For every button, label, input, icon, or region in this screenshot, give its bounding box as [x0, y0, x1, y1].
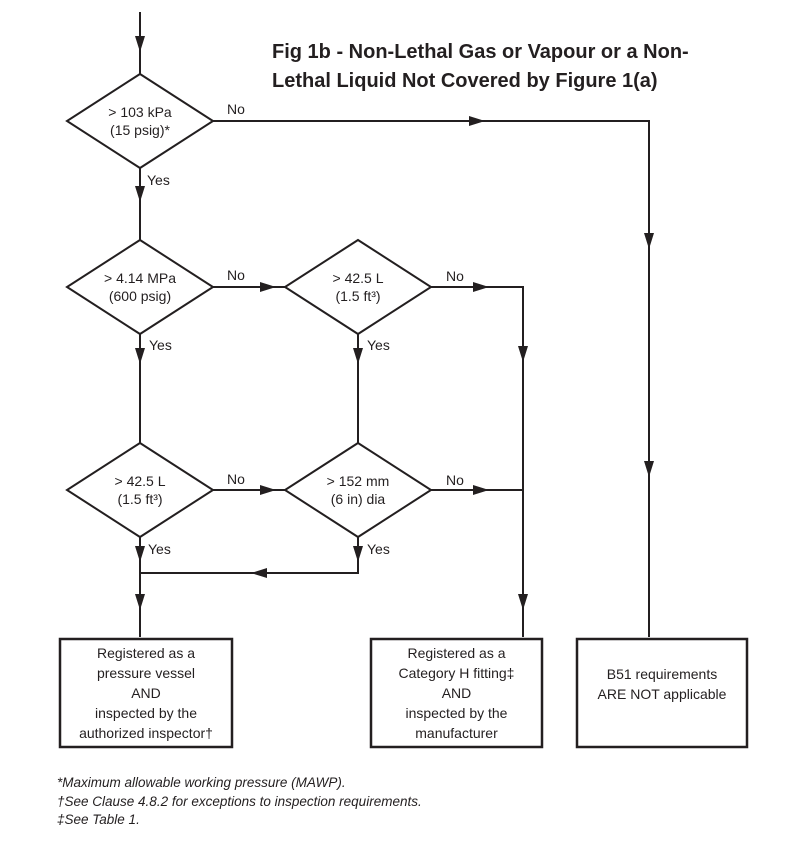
diamond-label-diameter-152-mm: > 152 mm (6 in) dia: [326, 473, 390, 507]
label-no-d3: No: [446, 268, 464, 284]
arrowhead-d3-no-h: [473, 282, 489, 292]
arrowhead-entry: [135, 36, 145, 52]
diamond-volume-425-l-lower: [65, 441, 215, 539]
outcome-shapes: [58, 637, 749, 749]
arrowhead-d2-no: [260, 282, 276, 292]
diamond-pressure-103-kpa: [65, 72, 215, 170]
arrowhead-d3-no-v1: [518, 346, 528, 362]
connector-d5-yes: [141, 537, 359, 574]
diamond-label-volume-425-l-upper: > 42.5 L (1.5 ft³): [332, 270, 384, 304]
arrowhead-to-box1: [135, 594, 145, 610]
connector-d3-no: [431, 286, 524, 637]
diamond-diameter-152-mm: [283, 441, 433, 539]
figure-title: Fig 1b - Non-Lethal Gas or Vapour or a N…: [272, 41, 689, 92]
label-no-d2: No: [227, 267, 245, 283]
diamond-label-pressure-414-mpa: > 4.14 MPa (600 psig): [104, 270, 176, 304]
footnote-table-1: ‡See Table 1.: [57, 812, 140, 827]
label-yes-d3: Yes: [367, 337, 390, 353]
arrowheads: [135, 36, 654, 610]
label-yes-d5: Yes: [367, 541, 390, 557]
outcome-text-pressure-vessel: Registered as a pressure vessel AND insp…: [79, 645, 213, 741]
diamond-label-volume-425-l-lower: > 42.5 L (1.5 ft³): [114, 473, 166, 507]
label-no-d5: No: [446, 472, 464, 488]
footnote-clause-482: †See Clause 4.8.2 for exceptions to insp…: [57, 793, 422, 809]
arrowhead-d4-no: [260, 485, 276, 495]
arrowhead-d3-yes: [353, 348, 363, 364]
box-outcome-b51-not-applicable: [575, 637, 749, 749]
outcome-text-category-h-fitting: Registered as a Category H fitting‡ AND …: [398, 645, 515, 741]
label-yes-d4: Yes: [148, 541, 171, 557]
footnote-mawp: *Maximum allowable working pressure (MAW…: [57, 775, 346, 790]
arrowhead-d5-no: [473, 485, 489, 495]
arrowhead-d4-yes: [135, 546, 145, 562]
box-outcome-category-h-fitting: [369, 637, 544, 749]
arrowhead-d2-yes: [135, 348, 145, 364]
arrowhead-d1-no-v2: [644, 461, 654, 477]
arrowhead-d3-no-v2: [518, 594, 528, 610]
label-yes-d2: Yes: [149, 337, 172, 353]
arrowhead-join-left: [251, 568, 267, 578]
footnotes: *Maximum allowable working pressure (MAW…: [57, 774, 422, 830]
label-no-d4: No: [227, 471, 245, 487]
arrowhead-d1-no-h: [469, 116, 485, 126]
box-outcome-pressure-vessel: [58, 637, 234, 749]
connector-d1-no: [213, 120, 650, 637]
arrowhead-d1-yes: [135, 186, 145, 202]
diamond-volume-425-l-upper: [283, 238, 433, 336]
arrowhead-d1-no-v1: [644, 233, 654, 249]
diamond-label-pressure-103-kpa: > 103 kPa (15 psig)*: [108, 104, 172, 138]
decision-shapes: [65, 72, 433, 539]
diamond-pressure-414-mpa: [65, 238, 215, 336]
outcome-text-b51-not-applicable: B51 requirements ARE NOT applicable: [597, 666, 727, 702]
label-yes-d1: Yes: [147, 172, 170, 188]
arrowhead-d5-yes: [353, 546, 363, 562]
label-no-d1: No: [227, 101, 245, 117]
